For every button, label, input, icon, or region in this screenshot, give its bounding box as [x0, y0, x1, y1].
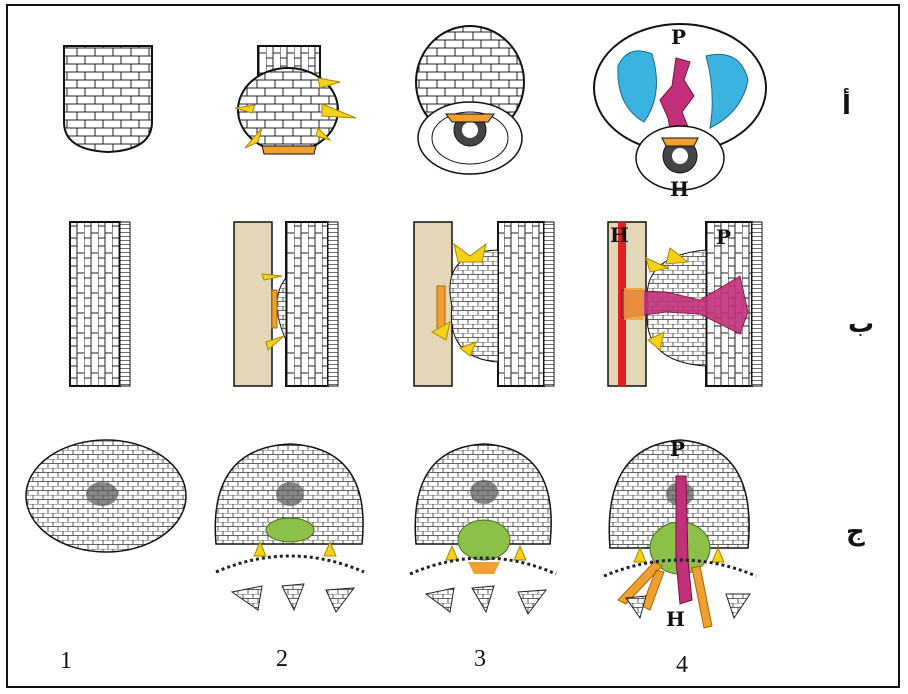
- panel-b3: [414, 222, 554, 386]
- row-label-b: ب: [848, 309, 874, 339]
- panel-a3: [416, 26, 524, 174]
- panel-b2: [234, 222, 338, 386]
- panel-c2: [215, 444, 364, 612]
- row-b-panels: H P ب: [70, 222, 874, 386]
- panel-b4: H P: [608, 222, 762, 386]
- column-labels: 1 2 3 4: [60, 646, 688, 678]
- marker-h-b4: H: [610, 223, 629, 247]
- column-label-3: 3: [474, 646, 486, 672]
- panel-c4: P H: [604, 437, 756, 631]
- marker-h-c4: H: [666, 607, 685, 631]
- marker-p-a4: P: [671, 25, 686, 49]
- marker-p-b4: P: [716, 225, 731, 249]
- column-label-1: 1: [60, 648, 72, 674]
- marker-h-a4: H: [670, 177, 689, 201]
- row-c-panels: P H ج: [26, 437, 865, 631]
- column-label-2: 2: [276, 646, 288, 672]
- orange-haustoria-c4: [618, 562, 712, 628]
- panel-c3: [410, 444, 556, 614]
- row-label-a: أ: [842, 88, 851, 121]
- row-label-c: ج: [846, 517, 865, 547]
- panel-c1: [26, 440, 186, 552]
- column-label-4: 4: [676, 652, 688, 678]
- panel-a2: [235, 46, 356, 154]
- root-tip-a1: [64, 46, 152, 152]
- panel-b1: [70, 222, 130, 386]
- row-a-panels: P H أ: [64, 24, 851, 201]
- panel-a4: P H: [594, 24, 766, 201]
- marker-p-c4: P: [670, 437, 685, 461]
